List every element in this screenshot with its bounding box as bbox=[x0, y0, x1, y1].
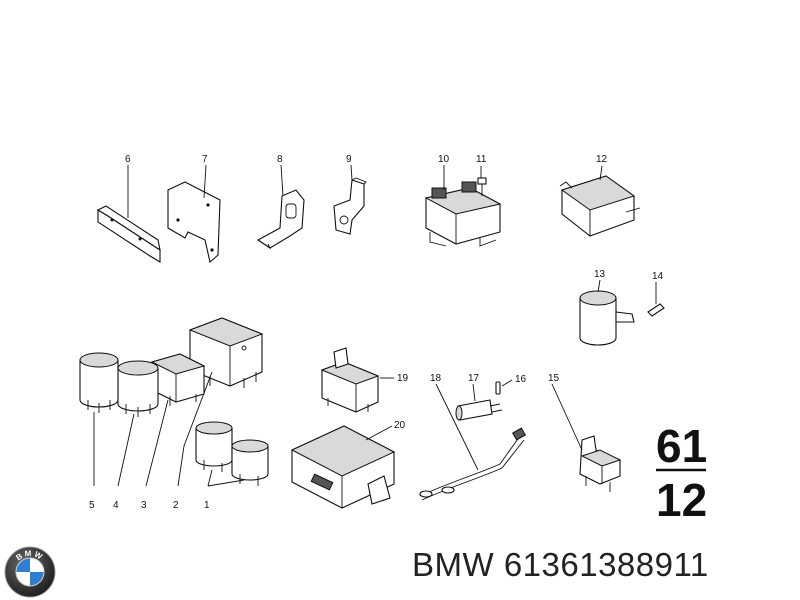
callout-8: 8 bbox=[277, 154, 283, 165]
part-9-bracket: 9 bbox=[333, 154, 367, 235]
callout-15: 15 bbox=[548, 373, 560, 384]
part-8-bracket: 8 bbox=[256, 154, 305, 250]
callout-16: 16 bbox=[515, 374, 527, 385]
part-number-caption: BMW 61361388911 bbox=[412, 546, 709, 583]
part-18-wiring-harness: 18 bbox=[419, 373, 527, 501]
callout-4: 4 bbox=[113, 500, 119, 511]
callout-12: 12 bbox=[596, 154, 608, 165]
callout-3: 3 bbox=[141, 500, 147, 511]
callout-6: 6 bbox=[125, 154, 131, 165]
group-number: 61 12 bbox=[656, 420, 707, 526]
part-7-plate: 7 bbox=[167, 154, 221, 264]
svg-text:BMW: BMW bbox=[14, 549, 45, 563]
part-13-cylinder-relay: 13 bbox=[579, 269, 635, 346]
part-3-relay: 3 bbox=[141, 353, 206, 511]
callout-5: 5 bbox=[89, 500, 95, 511]
part-5-cylinder-relay: 5 bbox=[79, 352, 119, 511]
part-12-control-unit: 12 bbox=[559, 154, 641, 237]
callout-20: 20 bbox=[394, 420, 406, 431]
callout-7: 7 bbox=[202, 154, 208, 165]
part-10-relay-socket: 10 bbox=[424, 154, 502, 247]
part-11-screw: 11 bbox=[476, 154, 487, 196]
callout-17: 17 bbox=[468, 373, 480, 384]
part-4-cylinder-relay: 4 bbox=[113, 360, 159, 511]
bmw-roundel-icon: BMW bbox=[4, 546, 56, 598]
callout-11: 11 bbox=[476, 154, 487, 165]
callout-14: 14 bbox=[652, 271, 664, 282]
part-20-control-module: 20 bbox=[290, 420, 406, 509]
part-1-relay-pair: 1 bbox=[195, 421, 269, 511]
part-15-relay-bracket: 15 bbox=[548, 373, 622, 492]
part-16-pin: 16 bbox=[495, 374, 527, 395]
callout-1: 1 bbox=[204, 500, 210, 511]
callout-10: 10 bbox=[438, 154, 450, 165]
part-14-screw: 14 bbox=[647, 271, 665, 317]
callout-9: 9 bbox=[346, 154, 352, 165]
part-2-relay-box: 2 bbox=[173, 317, 264, 511]
bmw-logo-text: BMW bbox=[14, 549, 43, 563]
group-number-bottom: 12 bbox=[656, 474, 707, 526]
callout-18: 18 bbox=[430, 373, 442, 384]
part-17-component: 17 bbox=[455, 373, 503, 421]
callout-2: 2 bbox=[173, 500, 179, 511]
group-number-top: 61 bbox=[656, 420, 707, 472]
callout-19: 19 bbox=[397, 373, 409, 384]
callout-13: 13 bbox=[594, 269, 606, 280]
part-19-relay: 19 bbox=[320, 347, 409, 413]
part-6-bracket: 6 bbox=[96, 154, 161, 263]
